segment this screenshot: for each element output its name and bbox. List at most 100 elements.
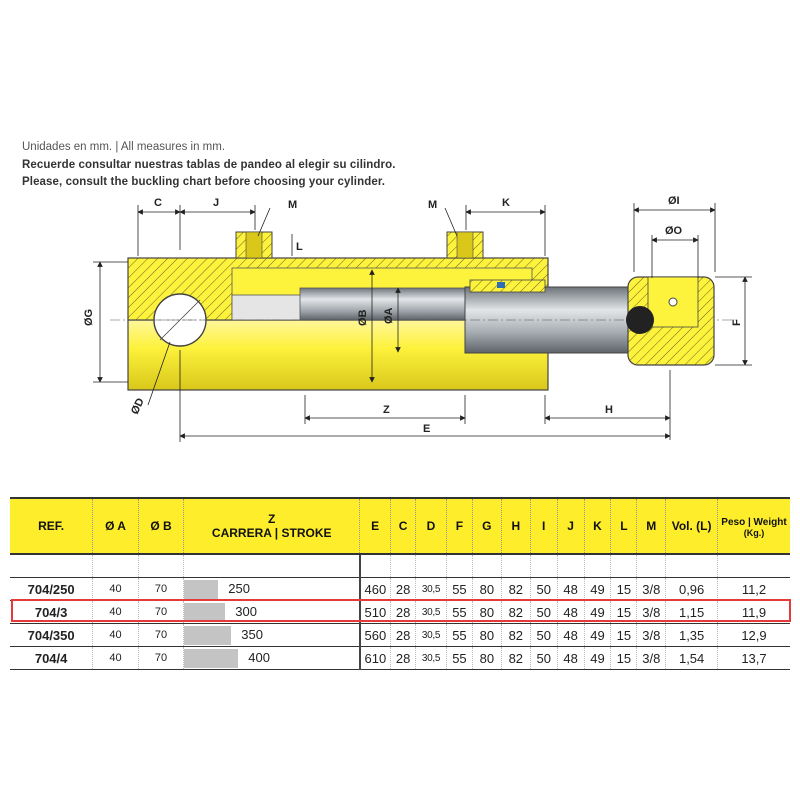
cell-b: 70 (138, 623, 185, 647)
cell-m: 3/8 (636, 600, 667, 624)
cell-vol: 0,96 (665, 577, 718, 601)
cell-vol: 1,15 (665, 600, 718, 624)
col-b: Ø B (138, 497, 185, 555)
cell-weight: 13,7 (717, 646, 790, 670)
cell-k: 49 (584, 623, 612, 647)
col-e: E (359, 497, 392, 555)
cell-c: 28 (390, 646, 416, 670)
stroke-value: 250 (228, 581, 250, 596)
cell-ref: 704/250 (10, 577, 94, 601)
cell-d: 30,5 (415, 577, 448, 601)
cell-stroke: 300 (183, 600, 361, 624)
col-a: Ø A (92, 497, 139, 555)
cell-e: 510 (358, 600, 392, 624)
cell-e: 560 (358, 623, 392, 647)
cell-l: 15 (610, 646, 638, 670)
table-spacer-row (10, 554, 790, 578)
cell-weight: 12,9 (717, 623, 790, 647)
cell-e: 610 (358, 646, 392, 670)
col-h: H (501, 497, 531, 555)
cell-k: 49 (584, 646, 612, 670)
col-i: I (530, 497, 558, 555)
col-f: F (446, 497, 473, 555)
dim-j: J (213, 197, 219, 209)
dim-m-right: M (428, 199, 437, 211)
buckling-note-es: Recuerde consultar nuestras tablas de pa… (22, 158, 396, 171)
cell-i: 50 (530, 646, 558, 670)
cell-l: 15 (610, 600, 638, 624)
cell-b: 70 (138, 577, 185, 601)
dim-ob: ØB (357, 309, 369, 326)
dim-k: K (502, 197, 510, 209)
col-vol: Vol. (L) (665, 497, 718, 555)
cell-f: 55 (446, 623, 473, 647)
cell-c: 28 (390, 577, 416, 601)
dim-e: E (423, 423, 430, 435)
stroke-value: 350 (241, 627, 263, 642)
cell-a: 40 (92, 623, 139, 647)
cell-vol: 1,54 (665, 646, 718, 670)
cell-d: 30,5 (415, 646, 448, 670)
cell-ref: 704/350 (10, 623, 94, 647)
stroke-bar (184, 580, 219, 599)
cell-f: 55 (446, 646, 473, 670)
col-l: L (610, 497, 638, 555)
dim-oo: ØO (665, 225, 683, 237)
cell-c: 28 (390, 600, 416, 624)
dim-c: C (154, 197, 162, 209)
cell-m: 3/8 (636, 623, 667, 647)
cell-m: 3/8 (636, 577, 667, 601)
cell-i: 50 (530, 623, 558, 647)
dim-l: L (296, 241, 303, 253)
col-weight: Peso | Weight(Kg.) (717, 497, 790, 555)
cell-j: 48 (557, 600, 585, 624)
cell-b: 70 (138, 646, 185, 670)
cell-l: 15 (610, 577, 638, 601)
cell-f: 55 (446, 577, 473, 601)
cell-stroke: 400 (183, 646, 361, 670)
cell-j: 48 (557, 646, 585, 670)
cell-e: 460 (358, 577, 392, 601)
cell-l: 15 (610, 623, 638, 647)
col-c: C (390, 497, 416, 555)
cell-k: 49 (584, 600, 612, 624)
cell-ref: 704/4 (10, 646, 94, 670)
cell-vol: 1,35 (665, 623, 718, 647)
col-ref: REF. (10, 497, 94, 555)
stroke-value: 300 (235, 604, 257, 619)
stroke-value: 400 (248, 650, 270, 665)
cell-m: 3/8 (636, 646, 667, 670)
cell-a: 40 (92, 600, 139, 624)
dim-oa: ØA (383, 307, 395, 324)
cell-j: 48 (557, 623, 585, 647)
col-d: D (415, 497, 448, 555)
cell-weight: 11,9 (717, 600, 790, 624)
cell-h: 82 (501, 600, 531, 624)
stroke-bar (184, 649, 239, 668)
units-note: Unidades en mm. | All measures in mm. (22, 141, 226, 153)
col-g: G (472, 497, 502, 555)
cell-weight: 11,2 (717, 577, 790, 601)
cell-g: 80 (472, 623, 502, 647)
cell-k: 49 (584, 577, 612, 601)
cell-i: 50 (530, 600, 558, 624)
cell-stroke: 250 (183, 577, 361, 601)
cell-c: 28 (390, 623, 416, 647)
stroke-bar (184, 626, 232, 645)
cell-a: 40 (92, 646, 139, 670)
dim-od: ØD (129, 396, 147, 416)
cell-g: 80 (472, 646, 502, 670)
cell-h: 82 (501, 646, 531, 670)
cell-g: 80 (472, 577, 502, 601)
cell-h: 82 (501, 577, 531, 601)
dim-oi: ØI (668, 195, 680, 207)
cell-d: 30,5 (415, 623, 448, 647)
cell-a: 40 (92, 577, 139, 601)
